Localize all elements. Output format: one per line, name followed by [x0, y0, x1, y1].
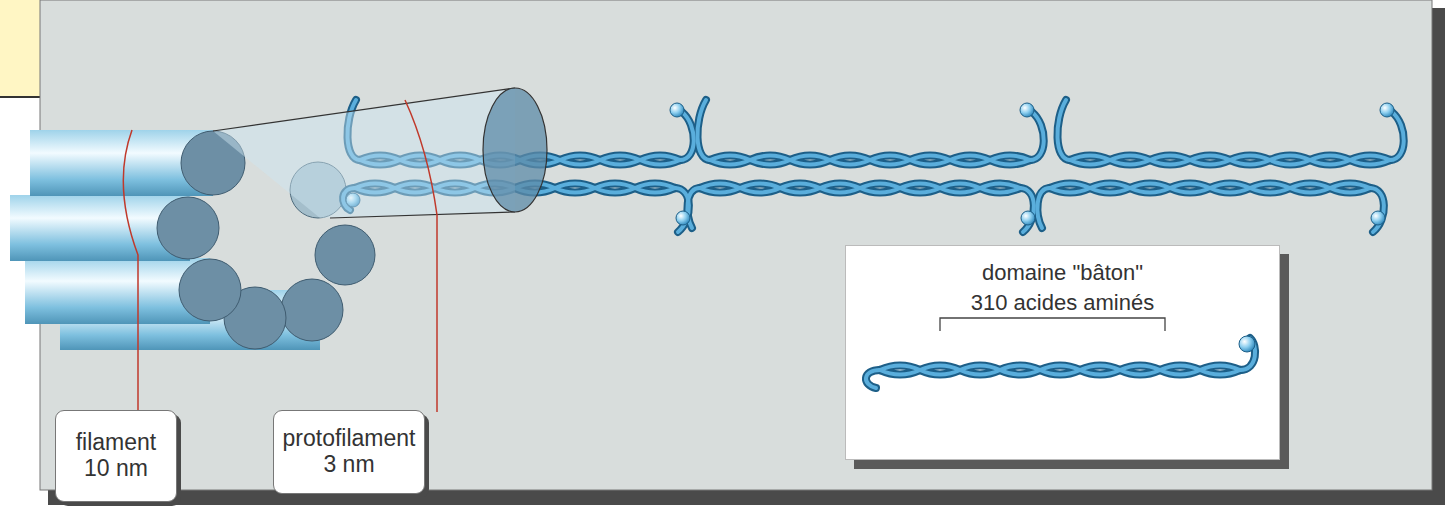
protofilament-cone — [213, 88, 547, 218]
leader-lines — [123, 100, 437, 412]
dimension-label: 310 acides aminés — [846, 290, 1279, 316]
part-label: protofilament 3 nm — [278, 426, 420, 478]
length-bracket — [940, 318, 1165, 331]
corner-tab — [0, 0, 40, 98]
corner-rule — [0, 96, 40, 98]
domain-label: domaine "bâton" — [846, 260, 1279, 286]
panel — [40, 0, 1432, 490]
part-label: filament 10 nm — [60, 430, 172, 482]
inset-box: domaine "bâton" 310 acides aminés — [845, 245, 1280, 460]
callout-box: filament 10 nm — [55, 410, 177, 502]
rod-domain-dimer — [866, 336, 1255, 388]
callout-box: protofilament 3 nm — [273, 410, 425, 494]
